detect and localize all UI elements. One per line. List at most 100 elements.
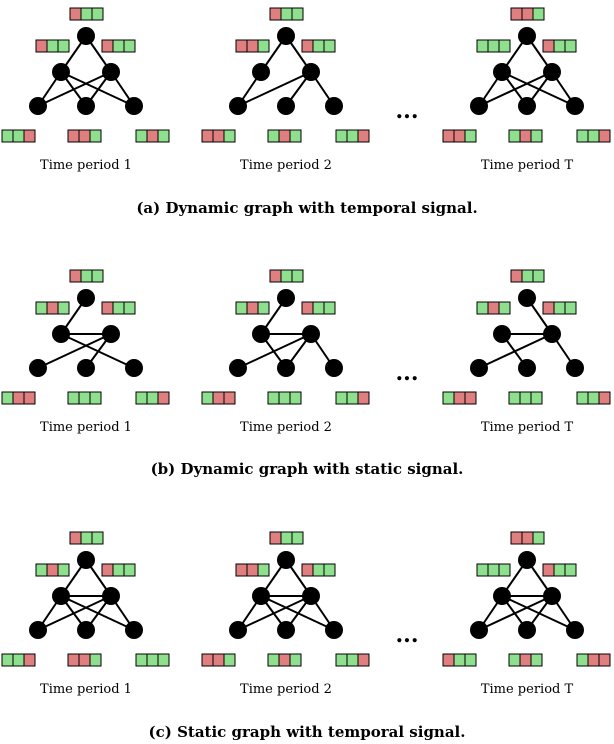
signal-cell xyxy=(302,302,313,314)
snapshot-c-1: Time period 1 xyxy=(1,531,170,697)
signal-cell xyxy=(554,40,565,52)
signal-vector xyxy=(476,301,511,315)
graph-node xyxy=(229,97,247,115)
signal-cell xyxy=(270,270,281,282)
signal-cell xyxy=(477,40,488,52)
graph-node xyxy=(77,359,95,377)
signal-cell xyxy=(509,392,520,404)
time-period-label: Time period T xyxy=(481,158,574,173)
graph-edge xyxy=(37,71,112,107)
signal-cell xyxy=(136,654,147,666)
graph-node xyxy=(518,551,536,569)
signal-cell xyxy=(268,654,279,666)
signal-cell xyxy=(202,392,213,404)
signal-border xyxy=(35,301,70,315)
graph-node xyxy=(302,325,320,343)
signal-border xyxy=(510,7,545,21)
signal-border xyxy=(201,391,236,405)
signal-cell xyxy=(79,130,90,142)
signal-vector xyxy=(35,301,70,315)
signal-vector xyxy=(542,563,577,577)
signal-border xyxy=(69,269,104,283)
graph-edge xyxy=(478,333,553,369)
graph-node xyxy=(493,63,511,81)
time-period-label: Time period T xyxy=(481,682,574,697)
signal-vector xyxy=(508,129,543,143)
signal-cell xyxy=(202,654,213,666)
signal-cell xyxy=(313,302,324,314)
graph-node xyxy=(229,621,247,639)
signal-border xyxy=(301,301,336,315)
signal-cell xyxy=(68,130,79,142)
signal-cell xyxy=(347,392,358,404)
signal-cell xyxy=(258,564,269,576)
signal-border xyxy=(1,129,36,143)
signal-cell xyxy=(336,130,347,142)
graph-node xyxy=(518,97,536,115)
signal-cell xyxy=(565,40,576,52)
signal-cell xyxy=(236,40,247,52)
signal-cell xyxy=(531,130,542,142)
signal-cell xyxy=(588,654,599,666)
signal-vector xyxy=(235,301,270,315)
ellipsis-a: ... xyxy=(396,98,419,124)
graph-node xyxy=(518,27,536,45)
signal-vector xyxy=(267,391,302,405)
graph-node xyxy=(52,63,70,81)
signal-cell xyxy=(292,532,303,544)
signal-cell xyxy=(554,564,565,576)
snapshot-a-1: Time period 1 xyxy=(1,7,170,173)
signal-cell xyxy=(511,270,522,282)
signal-cell xyxy=(313,564,324,576)
signal-vector xyxy=(508,653,543,667)
signal-cell xyxy=(2,392,13,404)
signal-cell xyxy=(292,8,303,20)
signal-cell xyxy=(270,532,281,544)
graph-node xyxy=(229,359,247,377)
signal-vector xyxy=(442,391,477,405)
signal-cell xyxy=(599,392,610,404)
signal-cell xyxy=(81,8,92,20)
graph-node xyxy=(77,27,95,45)
signal-vector xyxy=(201,653,236,667)
signal-cell xyxy=(90,654,101,666)
panel-a: Time period 1 Time period 2 Time period T xyxy=(1,7,611,173)
signal-cell xyxy=(290,392,301,404)
signal-cell xyxy=(92,270,103,282)
signal-vector xyxy=(1,391,36,405)
signal-cell xyxy=(588,392,599,404)
signal-border xyxy=(69,7,104,21)
signal-cell xyxy=(81,270,92,282)
signal-border xyxy=(67,653,102,667)
signal-border xyxy=(269,531,304,545)
signal-border xyxy=(35,39,70,53)
time-period-label: Time period 2 xyxy=(240,158,332,173)
signal-cell xyxy=(522,532,533,544)
signal-cell xyxy=(347,654,358,666)
signal-cell xyxy=(113,40,124,52)
signal-cell xyxy=(520,130,531,142)
signal-cell xyxy=(158,654,169,666)
signal-cell xyxy=(224,392,235,404)
signal-border xyxy=(476,563,511,577)
signal-cell xyxy=(522,8,533,20)
signal-cell xyxy=(454,392,465,404)
signal-cell xyxy=(522,270,533,282)
graph-node xyxy=(277,359,295,377)
signal-vector xyxy=(542,39,577,53)
graph-node xyxy=(543,587,561,605)
signal-border xyxy=(267,391,302,405)
signal-cell xyxy=(90,130,101,142)
signal-vector xyxy=(135,129,170,143)
signal-cell xyxy=(443,392,454,404)
signal-cell xyxy=(281,8,292,20)
signal-vector xyxy=(267,653,302,667)
graph-node xyxy=(543,63,561,81)
signal-vector xyxy=(101,301,136,315)
signal-vector xyxy=(201,129,236,143)
signal-cell xyxy=(36,40,47,52)
graph-node xyxy=(125,359,143,377)
signal-vector xyxy=(476,563,511,577)
signal-cell xyxy=(509,654,520,666)
